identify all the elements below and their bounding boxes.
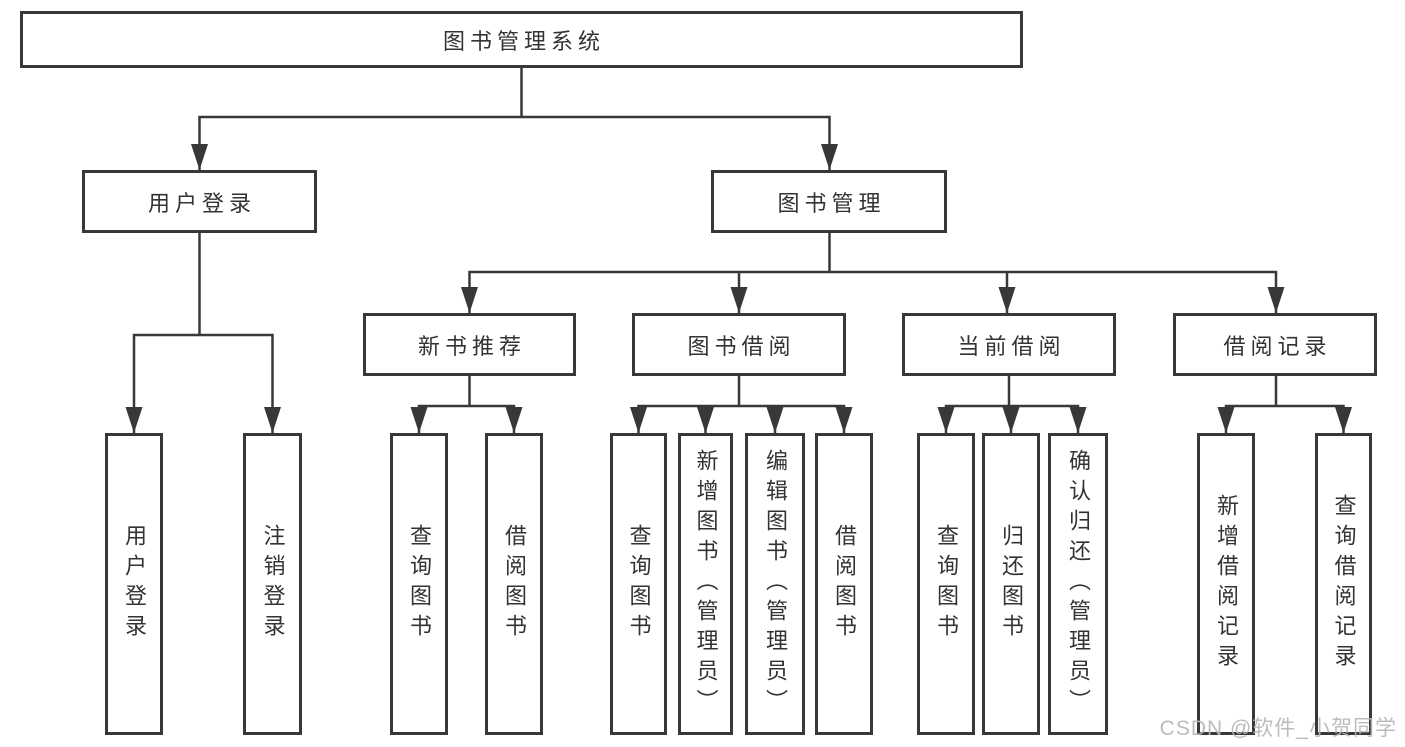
leaf-add-borrow-record: 新增借阅记录	[1197, 433, 1255, 735]
arrowhead-icons	[125, 144, 1352, 433]
leaf-confirm-return-admin: 确认归还（管理员）	[1048, 433, 1108, 735]
node-book-borrowing: 图书借阅	[632, 313, 846, 376]
leaf-return-books: 归还图书	[982, 433, 1040, 735]
edge-lines	[132, 67, 1345, 433]
leaf-query-books-borrowing: 查询图书	[610, 433, 667, 735]
leaf-add-books-admin: 新增图书（管理员）	[678, 433, 733, 735]
leaf-logout: 注销登录	[243, 433, 302, 735]
node-new-book-recommendation: 新书推荐	[363, 313, 576, 376]
node-user-login: 用户登录	[82, 170, 317, 233]
leaf-user-login: 用户登录	[105, 433, 163, 735]
node-current-borrowing: 当前借阅	[902, 313, 1116, 376]
leaf-borrow-books-borrowing: 借阅图书	[815, 433, 873, 735]
leaf-borrow-books-recommend: 借阅图书	[485, 433, 543, 735]
node-book-management: 图书管理	[711, 170, 947, 233]
leaf-query-borrow-record: 查询借阅记录	[1315, 433, 1372, 735]
leaf-query-books-current: 查询图书	[917, 433, 975, 735]
node-borrowing-records: 借阅记录	[1173, 313, 1377, 376]
csdn-watermark: CSDN @软件_小贺同学	[1159, 717, 1397, 740]
node-library-management-system: 图书管理系统	[20, 11, 1023, 68]
leaf-edit-books-admin: 编辑图书（管理员）	[745, 433, 805, 735]
leaf-query-books-recommend: 查询图书	[390, 433, 448, 735]
